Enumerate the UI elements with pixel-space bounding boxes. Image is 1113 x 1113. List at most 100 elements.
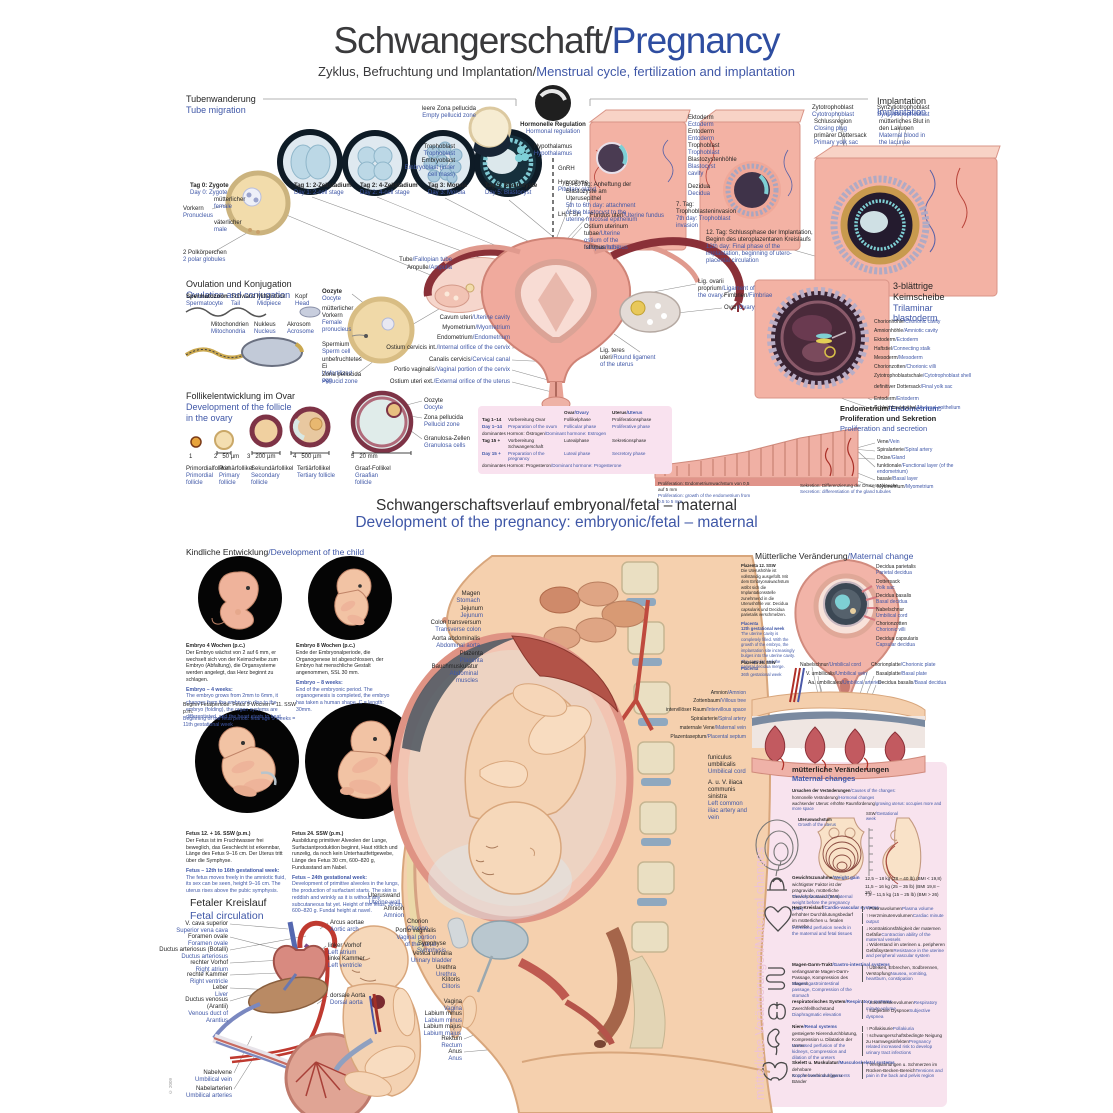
endometrium-labels-4: basaleBasal layer — [877, 476, 918, 483]
resp-item-2: ↑subjektive DyspnoeSubjective dyspnea — [862, 1008, 946, 1020]
fetus-16-weeks-text: Fetus 12. + 16. SSW (p.m.)Der Fetus ist … — [186, 831, 286, 894]
table-cell: Preparation of the pregnancy — [508, 450, 545, 462]
uterus-top-labels-1: Ostium uterinum tubaeUterine ostium of t… — [584, 224, 638, 252]
table-cell: Proliferationsphase — [612, 417, 652, 422]
morula-illustration — [410, 130, 476, 196]
table-cell: Tag 1–14 — [482, 417, 502, 422]
heading-child-development: Kindliche EntwicklungDevelopment of the … — [186, 547, 364, 557]
row-renal-title: NiereRenal systems — [792, 1024, 837, 1030]
resp-item-1: ↑AtemminutenvolumenRespiratory minute vo… — [862, 1000, 946, 1012]
cardio-item-1: ↑PlasmavolumenPlasma volume — [862, 906, 933, 912]
uterus-column-labels-2: EndometriumEndometrium — [437, 335, 510, 342]
uterus-top-labels-0: Fundus uteriUterine fundus — [590, 213, 664, 220]
heading-endometrium-de2: Proliferation und Sekretion — [840, 414, 937, 423]
fetal-period-note: Beginn Fetalperiode: Fetus 9 Wochen = 11… — [183, 702, 296, 729]
uterus-right-labels-0: Lig. ovarii propriumLigament of the ovar… — [698, 279, 758, 300]
row-weight-de: wichtigster Faktor ist der prägravide, m… — [792, 882, 842, 899]
uterus-column-labels-1: MyometriumMyometrium — [442, 325, 510, 332]
table-cell: Secretory phase — [612, 450, 646, 456]
fetus-16-weeks-photo — [195, 709, 299, 813]
heading-endometrium: EndometriumEndometrium: — [840, 404, 941, 413]
heading-rules — [263, 98, 868, 106]
box-intro-3: wachsender Uterus: erhöhte Raumforderung… — [792, 801, 942, 812]
oocyte-illustration — [347, 296, 415, 364]
uterus-with-fetus — [390, 632, 634, 924]
placenta36-left-labels-4: maternale VeneMaternal vein — [680, 725, 746, 732]
embryo-8-weeks-photo — [308, 556, 392, 640]
placenta-36ssw-illustration — [751, 667, 926, 780]
cardio-item-2: ↑HerzminutenvolumenCardiac minute output — [862, 913, 946, 925]
uterus-right-labels-3: Lig. teres uteriRound ligament of the ut… — [600, 348, 656, 369]
row-cardio-de: erhöhter Durchblutungsbedarf im mütterli… — [792, 912, 854, 929]
intestine-icon — [765, 967, 786, 990]
table-cell: Luteal phase — [564, 450, 591, 456]
box-intro-1: Ursachen der VeränderungenCauses of the … — [792, 788, 896, 794]
trilaminar-blastoderm-illustration — [754, 279, 890, 399]
table-cell: Vorbereitung Ovar — [508, 417, 546, 422]
uterus-column-labels-0: Cavum uteriUterine cavity — [440, 315, 510, 322]
table-cell: Follikelphase — [564, 417, 591, 422]
implantation-day-notes-2: 12. Tag: Schlussphase der Implantation, … — [706, 230, 813, 265]
heading-endometrium-en2: Proliferation and secretion — [840, 424, 928, 433]
endometrium-labels-1: SpiralarterieSpiral artery — [877, 447, 932, 454]
renal-item-2: ↑schwangerschaftsbedingte Neigung zu Har… — [862, 1033, 946, 1056]
endometrium-labels-3: funktionaleFunctional layer (of the endo… — [877, 463, 957, 476]
implantation-block-day5 — [588, 109, 691, 251]
placenta36-top-labels-3: ChorionplatteChorionic plate — [871, 662, 936, 669]
table-cell: Vorbereitung Schwangerschaft — [508, 438, 544, 449]
endometrium-labels-0: VeneVein — [877, 439, 900, 446]
table-cell: Day 1–14 — [482, 424, 502, 429]
git-item-1: ↑Übelkeit, Erbrechen, Sodbrennen, Versto… — [862, 965, 946, 983]
row-weight-title: GewichtszunahmeWeight gain — [792, 875, 860, 881]
scale-icon — [767, 877, 787, 891]
row-weight-en: The key factor is the maternal weight be… — [792, 894, 853, 911]
heart-icon — [764, 906, 792, 932]
row-resp-title: respiratorisches SystemRespiratory syste… — [792, 999, 892, 1005]
